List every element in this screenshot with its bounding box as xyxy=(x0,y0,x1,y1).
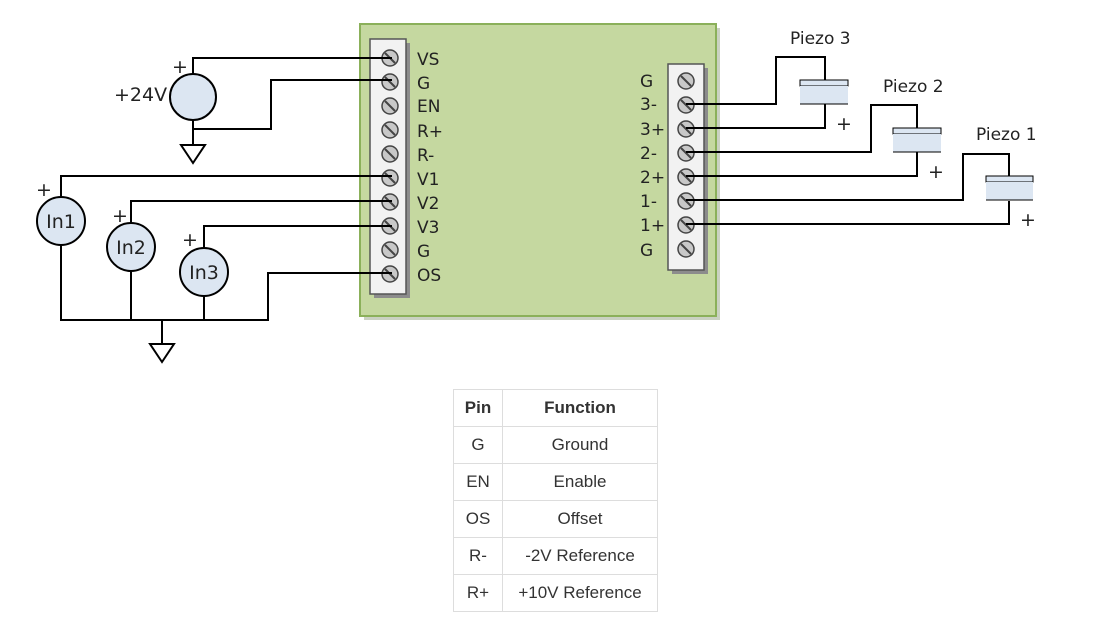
wire-in1-to-v1 xyxy=(60,175,392,197)
wires xyxy=(60,56,1010,344)
pin-cell: R- xyxy=(453,537,503,575)
ground-symbol-supply xyxy=(179,144,207,165)
pin-cell: G xyxy=(453,426,503,464)
terminal-label-v3: V3 xyxy=(417,218,439,238)
wire-piezo1-plus xyxy=(686,201,1010,225)
piezo-3 xyxy=(799,79,849,105)
input-label-in1: In1 xyxy=(46,211,76,233)
function-cell: Ground xyxy=(502,426,658,464)
table-row: R- -2V Reference xyxy=(453,537,658,575)
input-label-in2: In2 xyxy=(116,237,146,259)
piezo-2 xyxy=(892,127,942,153)
wire-piezo3-minus xyxy=(686,56,826,105)
wire-piezo1-minus xyxy=(686,153,1010,201)
terminal-label-g: G xyxy=(640,72,653,92)
terminal-label-vs: VS xyxy=(417,50,439,70)
table-row: OS Offset xyxy=(453,500,658,538)
terminal-label-g: G xyxy=(640,241,653,261)
pin-cell: R+ xyxy=(453,574,503,612)
amplifier-board xyxy=(359,23,720,320)
input-source-in3 xyxy=(179,247,229,297)
terminal-screw xyxy=(381,145,399,163)
pin-function-table: Pin Function G Ground EN Enable OS Offse… xyxy=(453,389,658,612)
terminal-label-v2: V2 xyxy=(417,194,439,214)
pin-cell: OS xyxy=(453,500,503,538)
right-terminal-block xyxy=(667,63,708,274)
table-header-row: Pin Function xyxy=(453,389,658,427)
terminal-screw xyxy=(381,73,399,91)
input-label-in3: In3 xyxy=(189,262,219,284)
piezo-1 xyxy=(985,175,1034,201)
wire-piezo2-plus xyxy=(686,152,918,177)
piezo-2-body xyxy=(893,134,941,152)
terminal-label-g: G xyxy=(417,74,430,94)
terminal-screw xyxy=(381,121,399,139)
table-row: EN Enable xyxy=(453,463,658,501)
input-source-in1 xyxy=(36,196,86,246)
supply-label: +24V xyxy=(114,84,167,106)
terminal-label-en: EN xyxy=(417,97,440,117)
piezo-2-plate-top xyxy=(892,127,942,135)
function-cell: +10V Reference xyxy=(502,574,658,612)
piezo-3-plate-top xyxy=(799,79,849,87)
function-cell: -2V Reference xyxy=(502,537,658,575)
wire-piezo2-minus xyxy=(686,104,918,153)
right-terminal-labels: G 3- 3+ 2- 2+ 1- 1+ G xyxy=(640,72,665,261)
wire-in2-to-v2 xyxy=(130,200,392,224)
terminal-label-g: G xyxy=(417,242,430,262)
header-pin: Pin xyxy=(453,389,503,427)
wire-input-return-to-os xyxy=(60,245,392,321)
input-source-in2 xyxy=(106,222,156,272)
supply-source xyxy=(169,73,217,121)
terminal-label-2-plus: 2+ xyxy=(640,168,665,188)
terminal-screw xyxy=(381,97,399,115)
terminal-label-os: OS xyxy=(417,266,441,286)
board-body xyxy=(359,23,717,317)
terminal-label-r-plus: R+ xyxy=(417,122,443,142)
piezo-1-body xyxy=(986,182,1033,200)
left-terminal-labels: VS G EN R+ R- V1 V2 V3 G OS xyxy=(417,50,443,286)
supply-polarity: + xyxy=(172,56,188,78)
terminal-label-1-plus: 1+ xyxy=(640,216,665,236)
terminal-label-3-plus: 3+ xyxy=(640,120,665,140)
function-cell: Offset xyxy=(502,500,658,538)
piezo-label-2: Piezo 2 xyxy=(883,77,944,97)
piezo-polarity-2: + xyxy=(928,161,944,183)
wire-piezo3-plus xyxy=(686,104,826,129)
function-cell: Enable xyxy=(502,463,658,501)
terminal-label-3-minus: 3- xyxy=(640,95,657,115)
ground-symbol-inputs xyxy=(148,343,176,364)
right-screw-group xyxy=(677,72,695,258)
terminal-screw xyxy=(381,241,399,259)
piezo-3-body xyxy=(800,86,848,104)
piezo-polarity-1: + xyxy=(1020,209,1036,231)
right-block-body xyxy=(667,63,705,271)
piezo-label-1: Piezo 1 xyxy=(976,125,1037,145)
piezo-1-plate-top xyxy=(985,175,1034,183)
table-row: G Ground xyxy=(453,426,658,464)
terminal-label-r-minus: R- xyxy=(417,146,434,166)
terminal-label-1-minus: 1- xyxy=(640,192,657,212)
terminal-screw xyxy=(677,240,695,258)
terminal-screw xyxy=(381,169,399,187)
terminal-label-2-minus: 2- xyxy=(640,144,657,164)
wire-in3-to-v3 xyxy=(203,225,392,249)
table-row: R+ +10V Reference xyxy=(453,574,658,612)
input-polarity-in3: + xyxy=(182,229,198,251)
wiring-diagram: VS G EN R+ R- V1 V2 V3 G OS G 3- 3+ 2- 2… xyxy=(36,23,1037,364)
header-function: Function xyxy=(502,389,658,427)
terminal-screw xyxy=(677,72,695,90)
pin-cell: EN xyxy=(453,463,503,501)
input-polarity-in2: + xyxy=(112,205,128,227)
terminal-label-v1: V1 xyxy=(417,170,439,190)
input-polarity-in1: + xyxy=(36,179,52,201)
left-terminal-block xyxy=(369,38,410,298)
wire-ground-to-g xyxy=(193,79,392,130)
wire-supply-positive xyxy=(192,57,392,74)
piezo-polarity-3: + xyxy=(836,113,852,135)
piezo-label-3: Piezo 3 xyxy=(790,29,851,49)
